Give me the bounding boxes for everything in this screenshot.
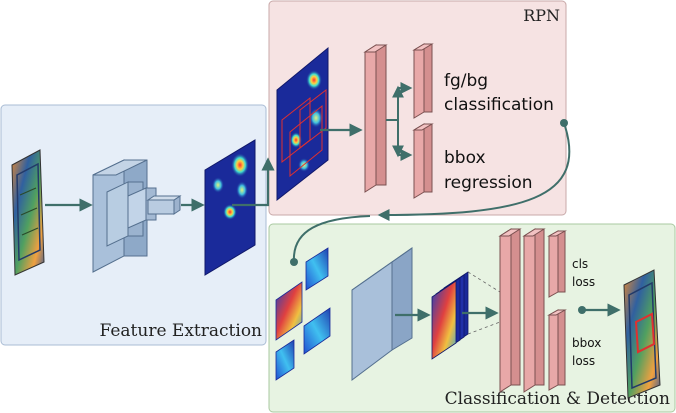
feature-extraction-title: Feature Extraction (100, 321, 263, 341)
arrow-head-to-output (578, 303, 621, 317)
rpn-cls-layer (412, 43, 434, 119)
roi-pooling-block (351, 247, 413, 381)
roi-patches (275, 247, 331, 381)
head-bbox-label-line2: loss (572, 354, 595, 368)
anchor-boxes (281, 88, 327, 178)
rpn-anchor-map (276, 46, 329, 202)
head-cls-label-line2: loss (572, 275, 595, 289)
arrow-rpn-to-roi (290, 119, 571, 266)
xray-input-image-icon (11, 149, 45, 276)
classification-title: Classification & Detection (445, 389, 670, 409)
rpn-reg-layer (412, 123, 434, 199)
backbone-cnn-block (92, 159, 182, 273)
detection-box (634, 312, 656, 354)
feature-map (204, 139, 256, 276)
head-fc-layer-1 (498, 228, 522, 393)
head-bbox-layer (547, 309, 567, 391)
arrow-feature-map-to-rpn (232, 157, 275, 207)
head-fc-layer-2 (522, 228, 546, 393)
rpn-title: RPN (523, 6, 560, 25)
pooled-feature-maps (431, 271, 469, 360)
head-cls-layer (547, 230, 567, 298)
rpn-reg-label-line1: bbox (444, 148, 486, 168)
xray-output-image-icon (623, 269, 661, 399)
head-bbox-label-line1: bbox (572, 336, 601, 350)
rpn-cls-label-line1: fg/bg (444, 71, 488, 91)
rpn-branch-arrows (386, 82, 413, 161)
dashed-connectors (467, 271, 501, 335)
head-cls-label-line1: cls (572, 257, 588, 271)
rpn-fc-layer (363, 44, 388, 193)
rpn-cls-label-line2: classification (444, 95, 554, 115)
rpn-reg-label-line2: regression (444, 173, 533, 193)
